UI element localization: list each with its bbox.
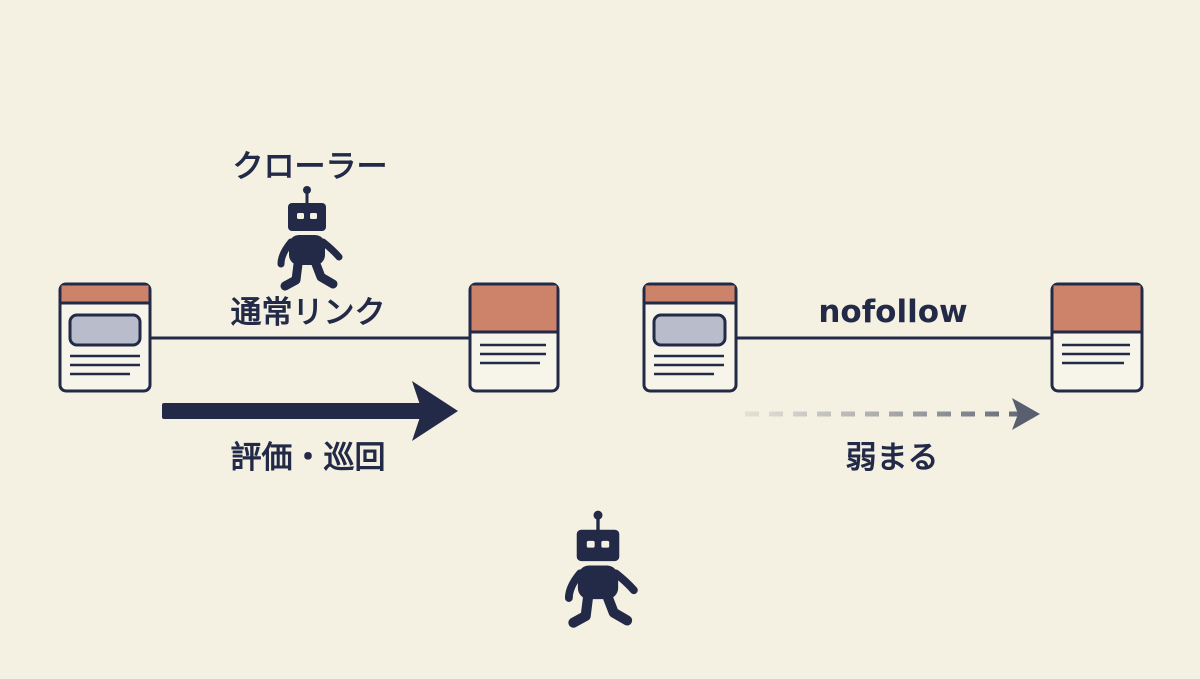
crawler-robot-bottom xyxy=(569,511,634,623)
crawler-label: クローラー xyxy=(232,149,388,185)
nofollow-label: nofollow xyxy=(818,294,968,330)
weakened-dashed-arrow xyxy=(745,398,1040,430)
source-page-left xyxy=(58,282,152,393)
source-page-right xyxy=(642,282,738,393)
normal-link-label: 通常リンク xyxy=(230,295,386,331)
evaluation-crawl-label: 評価・巡回 xyxy=(230,440,386,476)
target-page-nofollow xyxy=(1050,282,1144,393)
target-page-normal xyxy=(468,282,560,393)
weakens-label: 弱まる xyxy=(845,440,939,476)
crawler-robot-top xyxy=(281,186,339,286)
evaluation-arrow xyxy=(162,381,458,441)
